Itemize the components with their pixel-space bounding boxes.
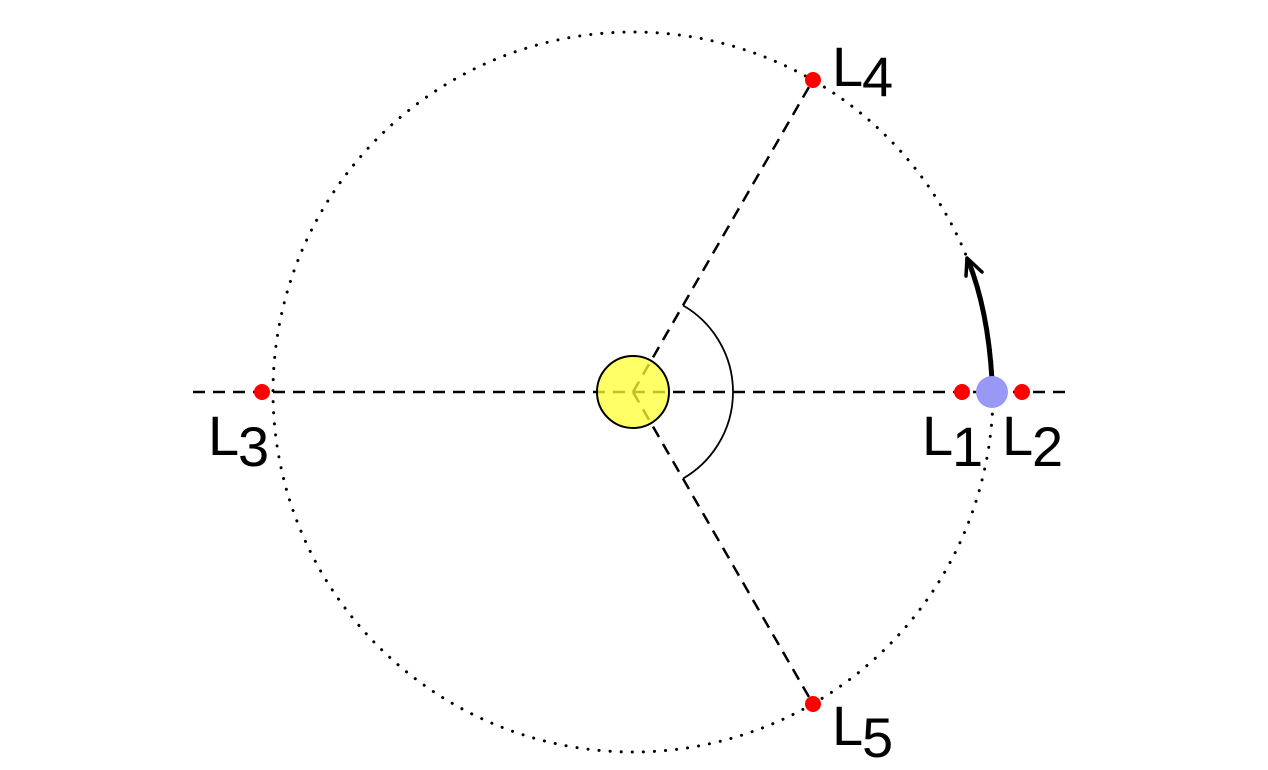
label-index: 3 — [238, 415, 269, 478]
sun-L4-line — [631, 79, 815, 393]
label-L3: L 3 — [208, 404, 269, 478]
label-index: 5 — [862, 706, 893, 769]
lagrange-point-L3 — [254, 384, 270, 400]
sun-L5-line — [631, 391, 815, 705]
label-index: 1 — [952, 415, 983, 478]
lagrange-point-L2 — [1014, 384, 1030, 400]
lagrange-point-L4 — [805, 72, 821, 88]
label-L1: L 1 — [922, 404, 983, 478]
label-letter: L — [832, 694, 863, 757]
label-L5: L 5 — [832, 694, 893, 769]
lagrange-point-L1 — [954, 384, 970, 400]
label-index: 2 — [1032, 415, 1063, 478]
label-letter: L — [1002, 404, 1033, 467]
angle-arc — [682, 304, 734, 480]
label-L4: L 4 — [832, 35, 893, 108]
label-letter: L — [832, 35, 863, 98]
label-letter: L — [208, 404, 239, 467]
planet — [976, 376, 1008, 408]
orbit-direction-arrow — [965, 259, 995, 381]
label-index: 4 — [862, 45, 893, 108]
lagrange-point-L5 — [805, 696, 821, 712]
label-letter: L — [922, 404, 953, 467]
arrowhead-icon — [964, 256, 984, 278]
sun — [596, 355, 670, 429]
label-L2: L 2 — [1002, 404, 1063, 478]
